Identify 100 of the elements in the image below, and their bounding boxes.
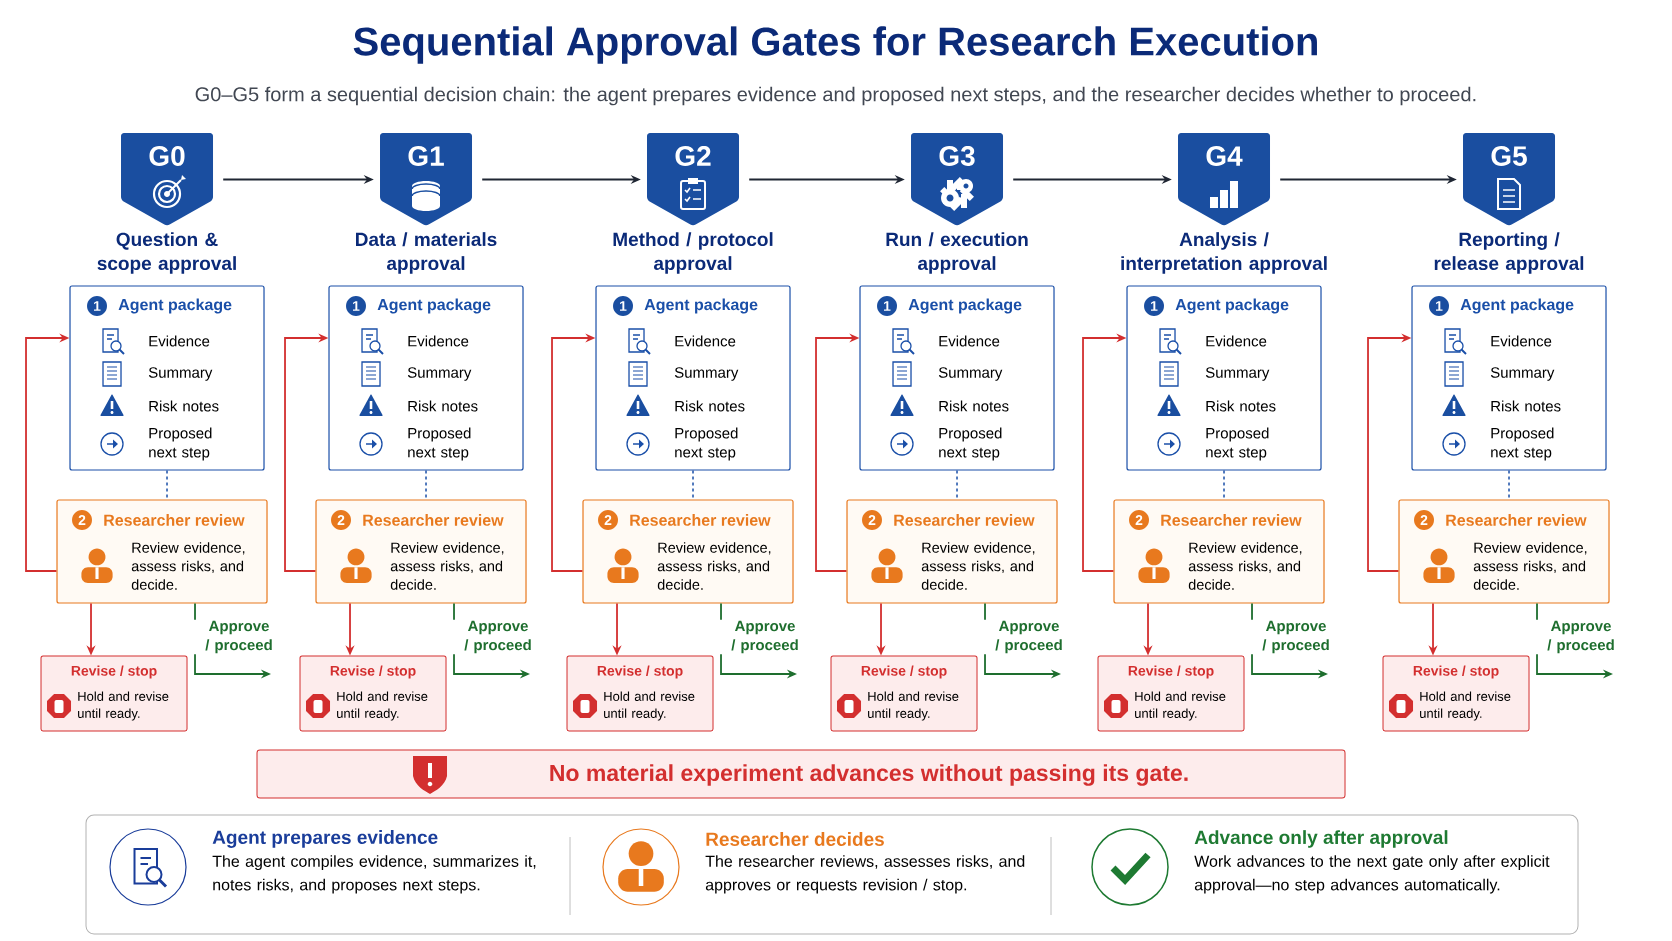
list-item: Summary [148,367,213,381]
subtitle: G0–G5 form a sequential decision chain: the agent prepares evidence and proposed next steps, and the researcher decides whether to proceed. [195,86,1476,106]
edge-label: Approve / proceed [193,619,285,655]
list-item: Evidence [675,335,736,347]
box-heading: Agent package [118,298,232,314]
box-text: Review evidence, assess risks, and decide. [657,542,771,590]
list-item: Evidence [1206,335,1267,347]
connector-line [692,469,694,501]
box-heading: Agent package [1460,298,1574,314]
connector-line [1223,469,1225,501]
summary-panel [85,814,1579,935]
list-item: Summary [407,367,472,381]
gate-heading: Question & scope approval [97,232,236,274]
gate-badge: G2 [647,133,739,226]
connector-line [1508,469,1510,501]
box-heading: Revise / stop [597,665,683,679]
edge-label: Approve / proceed [719,619,811,655]
package-box [595,285,791,471]
revise-box [40,655,188,732]
revise-box [1097,655,1245,732]
package-box [859,285,1055,471]
review-box [56,499,268,604]
list-item: Evidence [149,335,210,347]
box-text: Review evidence, assess risks, and decide. [921,542,1035,590]
list-item: Risk notes [149,400,219,412]
package-box [1126,285,1322,471]
list-item: Proposed next step [149,427,212,461]
gate-heading: Run / execution approval [886,232,1028,274]
box-heading: Agent package [1175,298,1289,314]
gate-badge: G4 [1178,133,1270,226]
gate-heading: Reporting / release approval [1434,232,1584,274]
box-text: Review evidence, assess risks, and decide. [390,542,504,590]
section-heading: Agent prepares evidence [212,830,438,848]
box-heading: Researcher review [1161,514,1302,526]
box-text: Review evidence, assess risks, and decide. [1473,542,1587,590]
list-item: Evidence [408,335,469,347]
box-heading: Revise / stop [71,665,157,679]
box-heading: Revise / stop [1413,665,1499,679]
list-item: Proposed next step [1206,427,1269,461]
gate-heading: Method / protocol approval [613,232,773,274]
list-item: Proposed next step [939,427,1002,461]
box-text: Hold and revise until ready. [1135,691,1226,721]
gate-badge: G5 [1463,133,1555,226]
step-number: 2 [331,510,351,530]
step-number: 2 [1129,510,1149,530]
section-heading: Advance only after approval [1194,830,1448,848]
revise-box [1382,655,1530,732]
box-heading: Agent package [377,298,491,314]
list-item: Risk notes [939,400,1009,412]
list-item: Evidence [1491,335,1552,347]
step-number: 2 [72,510,92,530]
edge-label: Approve / proceed [1535,619,1627,655]
box-heading: Researcher review [630,514,771,526]
box-heading: Agent package [644,298,758,314]
package-box [1411,285,1607,471]
box-text: Review evidence, assess risks, and decide. [131,542,245,590]
edge-label: Approve / proceed [983,619,1075,655]
review-box [1113,499,1325,604]
step-number: 1 [877,296,897,316]
box-heading: Revise / stop [1128,665,1214,679]
review-box [315,499,527,604]
list-item: Evidence [939,335,1000,347]
package-box [328,285,524,471]
list-item: Proposed next step [675,427,738,461]
banner-text: No material experiment advances without passing its gate. [550,764,1188,786]
step-number: 2 [862,510,882,530]
warning-banner [256,749,1346,799]
list-item: Summary [674,367,739,381]
gate-badge: G3 [911,133,1003,226]
section-text: The researcher reviews, assesses risks, and approves or requests revision / stop. [705,855,1025,894]
section-heading: Researcher decides [706,832,884,846]
list-item: Summary [938,367,1003,381]
list-item: Risk notes [675,400,745,412]
box-heading: Researcher review [894,514,1035,526]
gate-badge: G1 [380,133,472,226]
step-number: 1 [1429,296,1449,316]
edge-label: Approve / proceed [452,619,544,655]
section-text: Work advances to the next gate only after explicit approval—no step advances automatically. [1194,855,1550,894]
box-text: Hold and revise until ready. [78,691,169,721]
box-heading: Researcher review [363,514,504,526]
package-box [69,285,265,471]
step-number: 2 [1414,510,1434,530]
revise-box [299,655,447,732]
box-heading: Researcher review [1446,514,1587,526]
step-number: 1 [613,296,633,316]
box-heading: Revise / stop [861,665,947,679]
box-heading: Researcher review [104,514,245,526]
connector-line [166,469,168,501]
box-text: Hold and revise until ready. [604,691,695,721]
edge-label: Approve / proceed [1250,619,1342,655]
connector-line [425,469,427,501]
list-item: Risk notes [1206,400,1276,412]
revise-box [830,655,978,732]
list-item: Summary [1205,367,1270,381]
review-box [582,499,794,604]
review-box [846,499,1058,604]
list-item: Risk notes [408,400,478,412]
connector-line [956,469,958,501]
box-heading: Agent package [908,298,1022,314]
gate-badge: G0 [121,133,213,226]
